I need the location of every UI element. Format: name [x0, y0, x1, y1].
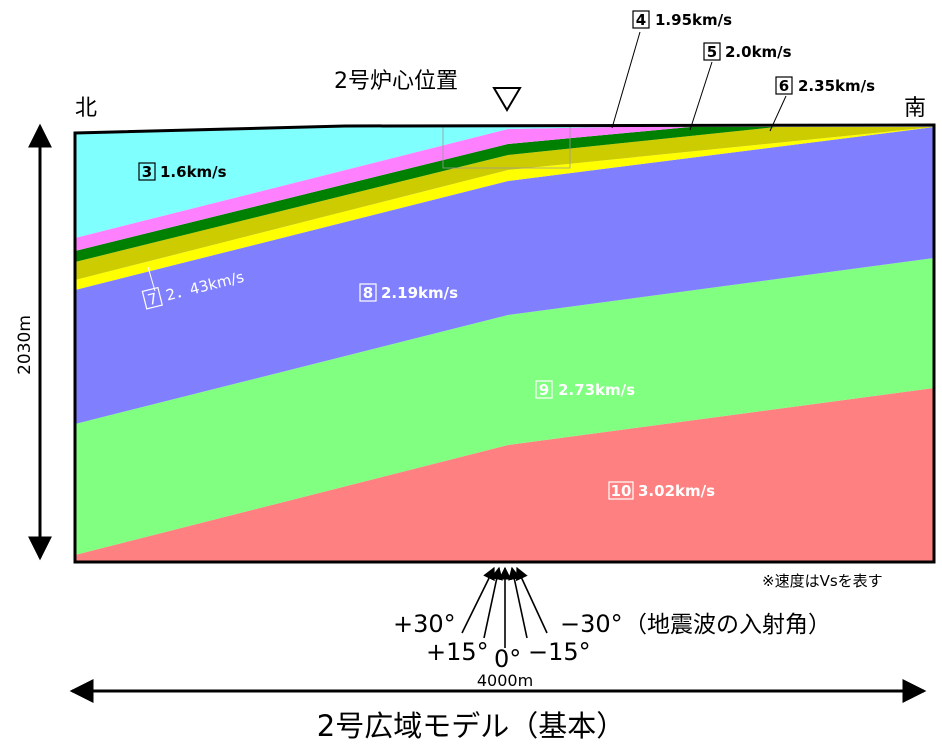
incidence-arrow-plus15	[483, 566, 503, 639]
layer-4-number-box	[632, 10, 650, 29]
layer-10-number-box	[608, 481, 634, 500]
depth-label: 2030m	[15, 315, 35, 375]
incidence-arrow-plus30	[461, 566, 495, 634]
layer-4-label: 4 1.95km/s	[632, 10, 732, 29]
layer-4-velocity: 1.95km/s	[655, 11, 732, 29]
layer-8-label: 8 2.19km/s	[359, 283, 458, 302]
angle-plus15: +15°	[426, 638, 489, 666]
layer-5-number: 5	[707, 43, 717, 61]
leader-line-6	[769, 95, 787, 132]
layer-3-label: 3 1.6km/s	[138, 162, 227, 181]
layer-10-label: 10 3.02km/s	[608, 481, 715, 500]
layer-9-label: 9 2.73km/s	[535, 380, 635, 399]
layer-5-velocity: 2.0km/s	[725, 43, 792, 61]
incidence-arrows	[461, 566, 548, 648]
vs-note: ※速度はVsを表す	[762, 572, 883, 590]
layer-8-number: 8	[363, 284, 373, 302]
angle-0: 0°	[494, 645, 521, 673]
model-outline	[73, 123, 936, 564]
layer-5-number-box	[703, 42, 721, 61]
incidence-arrow-minus30	[516, 566, 548, 634]
layer-10-velocity: 3.02km/s	[638, 482, 715, 500]
north-label: 北	[75, 96, 97, 121]
model-title: 2号広域モデル（基本）	[317, 709, 625, 743]
layer-3-number-box	[138, 162, 156, 181]
layer-8	[75, 127, 934, 424]
layer-6	[75, 127, 934, 280]
angle-minus15: −15°	[528, 638, 591, 666]
layer-6-label: 6 2.35km/s	[775, 76, 875, 95]
layer-10	[75, 388, 934, 562]
layer-6-velocity: 2.35km/s	[798, 77, 875, 95]
reactor-position-label: 2号炉心位置	[334, 69, 458, 94]
south-label: 南	[904, 96, 926, 121]
layer-9-velocity: 2.73km/s	[558, 381, 635, 399]
reactor-position-marker	[492, 87, 522, 112]
layer-6-number: 6	[779, 77, 789, 95]
layer-7-number: 7	[146, 289, 160, 309]
layer-7-number-box	[141, 286, 163, 310]
leader-line-4	[611, 31, 641, 129]
incidence-arrow-minus15	[508, 566, 528, 639]
layer-9-number-box	[535, 380, 553, 399]
leader-line-5	[689, 61, 713, 131]
angle-minus30: −30°	[560, 610, 623, 638]
leader-line-7	[147, 266, 156, 292]
layer-3	[75, 126, 612, 238]
layer-9	[75, 258, 934, 555]
layer-3-velocity: 1.6km/s	[160, 163, 227, 181]
angle-plus30: +30°	[393, 610, 456, 638]
layer-3-number: 3	[142, 163, 152, 181]
width-label: 4000m	[477, 671, 533, 690]
layer-8-number-box	[359, 283, 377, 302]
layer-10-number: 10	[611, 482, 632, 500]
wave-caption: （地震波の入射角）	[624, 612, 831, 638]
layer-4-number: 4	[636, 11, 646, 29]
layer-5-label: 5 2.0km/s	[703, 42, 792, 61]
layer-8-velocity: 2.19km/s	[381, 284, 458, 302]
layer-9-number: 9	[539, 381, 549, 399]
layer-6-number-box	[775, 76, 793, 95]
